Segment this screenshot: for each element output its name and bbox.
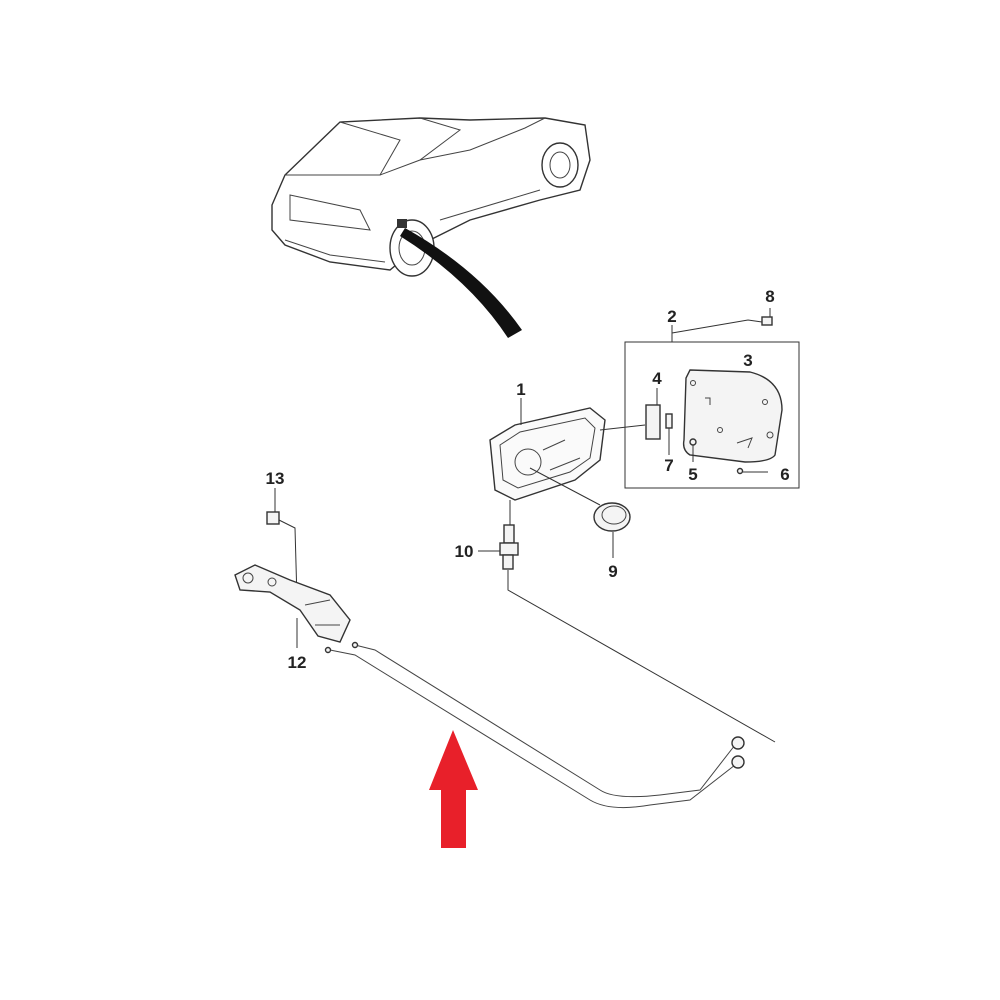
callout-8: 8	[765, 287, 774, 306]
callout-12: 12	[288, 653, 307, 672]
part-6	[736, 467, 744, 475]
hinge-part-4	[645, 404, 661, 440]
callout-13: 13	[266, 469, 285, 488]
callout-4: 4	[652, 369, 662, 388]
release-actuator	[499, 524, 519, 570]
car-illustration	[271, 117, 591, 277]
callout-5: 5	[688, 465, 697, 484]
red-arrow-indicator	[429, 730, 478, 848]
bolt-part-13	[266, 511, 280, 525]
fuel-door-panel	[682, 369, 783, 463]
callout-7: 7	[664, 456, 673, 475]
fuel-door-location	[397, 219, 407, 228]
release-cable	[324, 641, 745, 809]
callout-6: 6	[780, 465, 789, 484]
callout-9: 9	[608, 562, 617, 581]
screw-part-8	[761, 316, 773, 326]
fuel-filler-housing	[489, 407, 606, 501]
fuel-cap	[593, 502, 631, 532]
callout-3: 3	[743, 351, 752, 370]
callout-2: 2	[667, 307, 676, 326]
part-5	[689, 438, 697, 446]
release-lever-assembly	[234, 564, 351, 643]
callout-1: 1	[516, 380, 525, 399]
callout-10: 10	[455, 542, 474, 561]
assembly-box-2	[624, 341, 800, 489]
callout-sweep	[400, 228, 522, 338]
clip-part-7	[665, 413, 673, 429]
